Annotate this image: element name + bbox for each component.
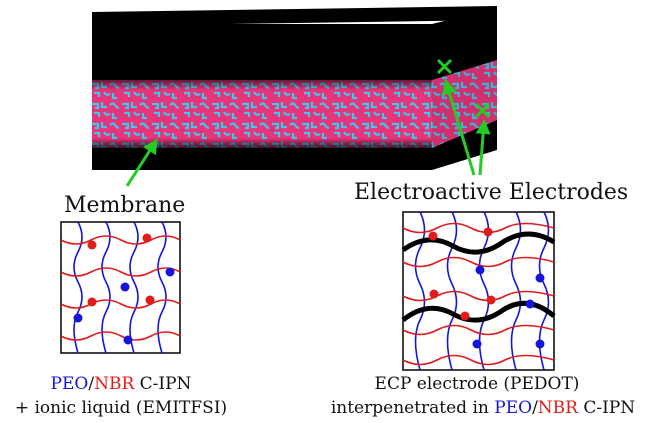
arrow-bottom-electrode: [475, 119, 491, 176]
arrow-top-electrode: [442, 79, 476, 176]
left-caption-line2: + ionic liquid (EMITFSI): [14, 398, 228, 418]
right-caption-line1: ECP electrode (PEDOT): [374, 374, 580, 394]
peo-label: PEO: [50, 374, 89, 394]
left-caption-line1: PEO/NBR C-IPN: [50, 374, 192, 394]
peo-label-right: PEO: [494, 398, 533, 418]
nbr-label-right: NBR: [537, 398, 578, 418]
bottom-electrode-marker: [474, 102, 491, 119]
nbr-label: NBR: [94, 374, 135, 394]
block-top-face: [92, 6, 497, 26]
membrane-network-box: [60, 221, 181, 354]
right-caption-line2: interpenetrated in PEO/NBR C-IPN: [330, 398, 636, 418]
top-electrode-marker: [436, 58, 453, 75]
membrane-layer: [92, 80, 432, 148]
arrow-membrane: [125, 138, 158, 187]
electrode-network-box: [401, 211, 556, 371]
electrodes-label: Electroactive Electrodes: [354, 180, 629, 205]
membrane-label: Membrane: [64, 193, 186, 218]
